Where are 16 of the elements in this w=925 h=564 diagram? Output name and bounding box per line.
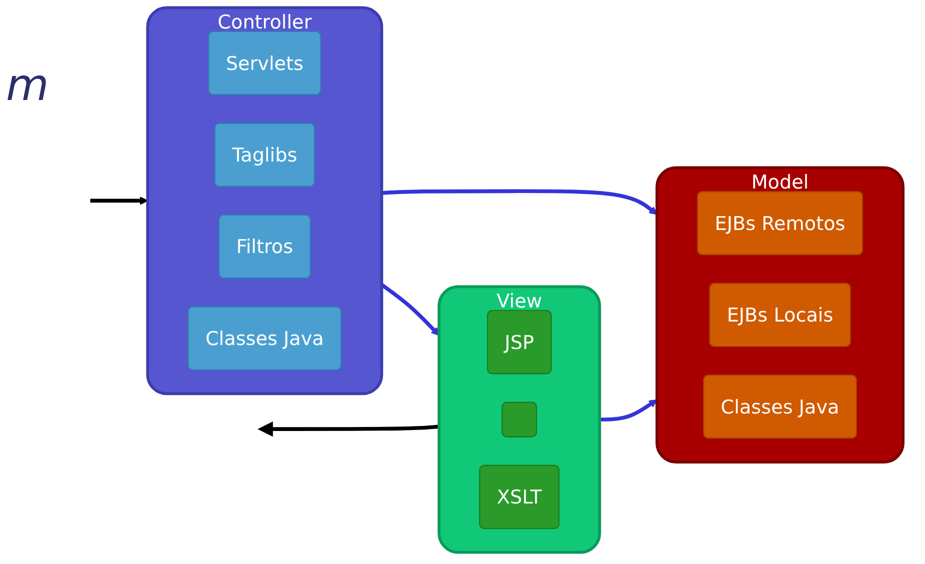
component-box: JSP [487,310,552,374]
component-box: Classes Java [703,374,857,439]
arrow [90,196,148,205]
component-box: XSLT [479,464,560,529]
text-fragment: m [6,60,49,111]
arrow [258,421,440,437]
component-box: EJBs Remotos [697,191,863,256]
arrow [380,283,440,336]
component-box: EJBs Locais [709,282,851,347]
component-box: Servlets [208,31,322,96]
arrow [600,399,658,422]
component-box: Classes Java [188,306,342,370]
component-box: Filtros [218,214,311,279]
empty-box [502,402,538,438]
component-box: Taglibs [214,122,315,187]
arrow [382,189,658,215]
